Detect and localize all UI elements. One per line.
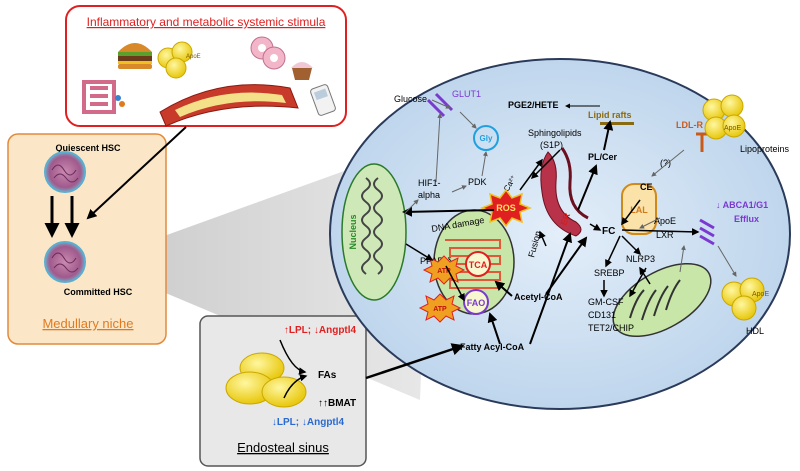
apoe-hdl-label: ApoE <box>752 291 769 298</box>
pdk-label: PDK <box>468 177 487 187</box>
nucleus-label: Nucleus <box>348 214 358 249</box>
artery-plaque-icon <box>159 84 299 127</box>
glut1-label: GLUT1 <box>452 89 481 99</box>
donut-icon <box>250 36 286 70</box>
fc-label: FC <box>602 226 615 237</box>
lpl-down-label: ↓LPL; ↓Angptl4 <box>272 417 345 428</box>
fatty-acyl-coa-label: Fatty Acyl-CoA <box>460 342 525 352</box>
mitochondrion-2 <box>612 262 712 338</box>
s1p-label: (S1P) <box>540 140 563 150</box>
svg-text:ATP: ATP <box>433 306 447 313</box>
tet2-label: TET2/CHIP <box>588 323 634 333</box>
ros-burst-icon: ROS <box>479 188 533 228</box>
ce-label: CE <box>640 182 653 192</box>
glycolysis-cycle-icon <box>473 125 499 151</box>
lipid-raft-marker <box>600 122 634 125</box>
abca1-transporter <box>699 218 715 246</box>
endoplasmic-reticulum: ER <box>540 147 589 237</box>
nucleus: Nucleus <box>341 163 407 301</box>
lipoprotein-icon: ApoE <box>157 41 201 79</box>
svg-text:ATP: ATP <box>437 268 451 275</box>
tca-label: TCA <box>469 260 488 270</box>
stimuli-box: Inflammatory and metabolic systemic stim… <box>65 5 347 127</box>
committed-hsc-cell <box>44 241 86 283</box>
lysosome: LAL <box>621 183 657 235</box>
efflux-label: Efflux <box>734 214 759 224</box>
lipoproteins-label: Lipoproteins <box>740 144 790 154</box>
nlrp3-label: NLRP3 <box>626 254 655 264</box>
cupcake-icon <box>291 62 313 80</box>
intestine-icon <box>82 80 125 114</box>
glucose-meter-icon <box>310 84 336 116</box>
hdl-label: HDL <box>746 326 764 336</box>
burger-icon <box>118 43 152 69</box>
apoe-cell-label: ApoE <box>654 216 676 226</box>
acetyl-coa-label: Acetyl-CoA <box>514 292 563 302</box>
cd131-label: CD131 <box>588 310 616 320</box>
glucose-label: Glucose <box>394 94 427 104</box>
lpl-up-label: ↑LPL; ↓Angptl4 <box>284 325 357 336</box>
hif1-label: HIF1- <box>418 178 441 188</box>
niche-title: Medullary niche <box>42 316 133 331</box>
tca-cycle-icon <box>465 251 491 277</box>
fao-cycle-icon <box>463 289 489 315</box>
adipocyte-cluster <box>225 352 307 408</box>
question-label: (?) <box>660 158 671 168</box>
lipoprotein-particle: ApoE <box>702 94 746 140</box>
sphingolipids-label: Sphingolipids <box>528 128 582 138</box>
atp-burst-icon-2: ATP <box>418 293 462 323</box>
ldl-receptor <box>696 132 708 152</box>
lal-label: LAL <box>630 205 648 215</box>
hdl-particle: ApoE <box>721 277 769 321</box>
bmat-label: ↑↑BMAT <box>318 398 356 409</box>
stimuli-title: Inflammatory and metabolic systemic stim… <box>87 15 326 29</box>
fao-label: FAO <box>467 298 486 308</box>
alpha-label: alpha <box>418 190 440 200</box>
gly-label: Gly <box>480 134 493 143</box>
pge2-label: PGE2/HETE <box>508 100 559 110</box>
plcer-label: PL/Cer <box>588 152 618 162</box>
srebp-label: SREBP <box>594 268 625 278</box>
ros-label: ROS <box>496 203 516 213</box>
fas-label: FAs <box>318 370 337 381</box>
atp-burst-icon-1: ATP <box>422 255 466 285</box>
abca-label: ↓ ABCA1/G1 <box>716 200 768 210</box>
er-label: ER <box>558 211 572 227</box>
sinus-box: ↑LPL; ↓Angptl4 FAs ↑↑BMAT ↓LPL; ↓Angptl4… <box>199 315 367 467</box>
apoe-lipoprotein-label: ApoE <box>724 125 741 132</box>
niche-box: Quiescent HSC Committed HSC Medullary ni… <box>7 133 167 345</box>
committed-hsc-label: Committed HSC <box>64 287 133 297</box>
lipid-rafts-label: Lipid rafts <box>588 110 632 120</box>
svg-text:ApoE: ApoE <box>186 54 201 60</box>
gmcsf-label: GM-CSF <box>588 297 624 307</box>
sinus-title: Endosteal sinus <box>237 440 329 455</box>
lxr-label: LXR <box>656 230 674 240</box>
pathway-arrows <box>365 113 700 380</box>
ldlr-label: LDL-R <box>676 120 703 130</box>
quiescent-hsc-label: Quiescent HSC <box>55 143 121 153</box>
